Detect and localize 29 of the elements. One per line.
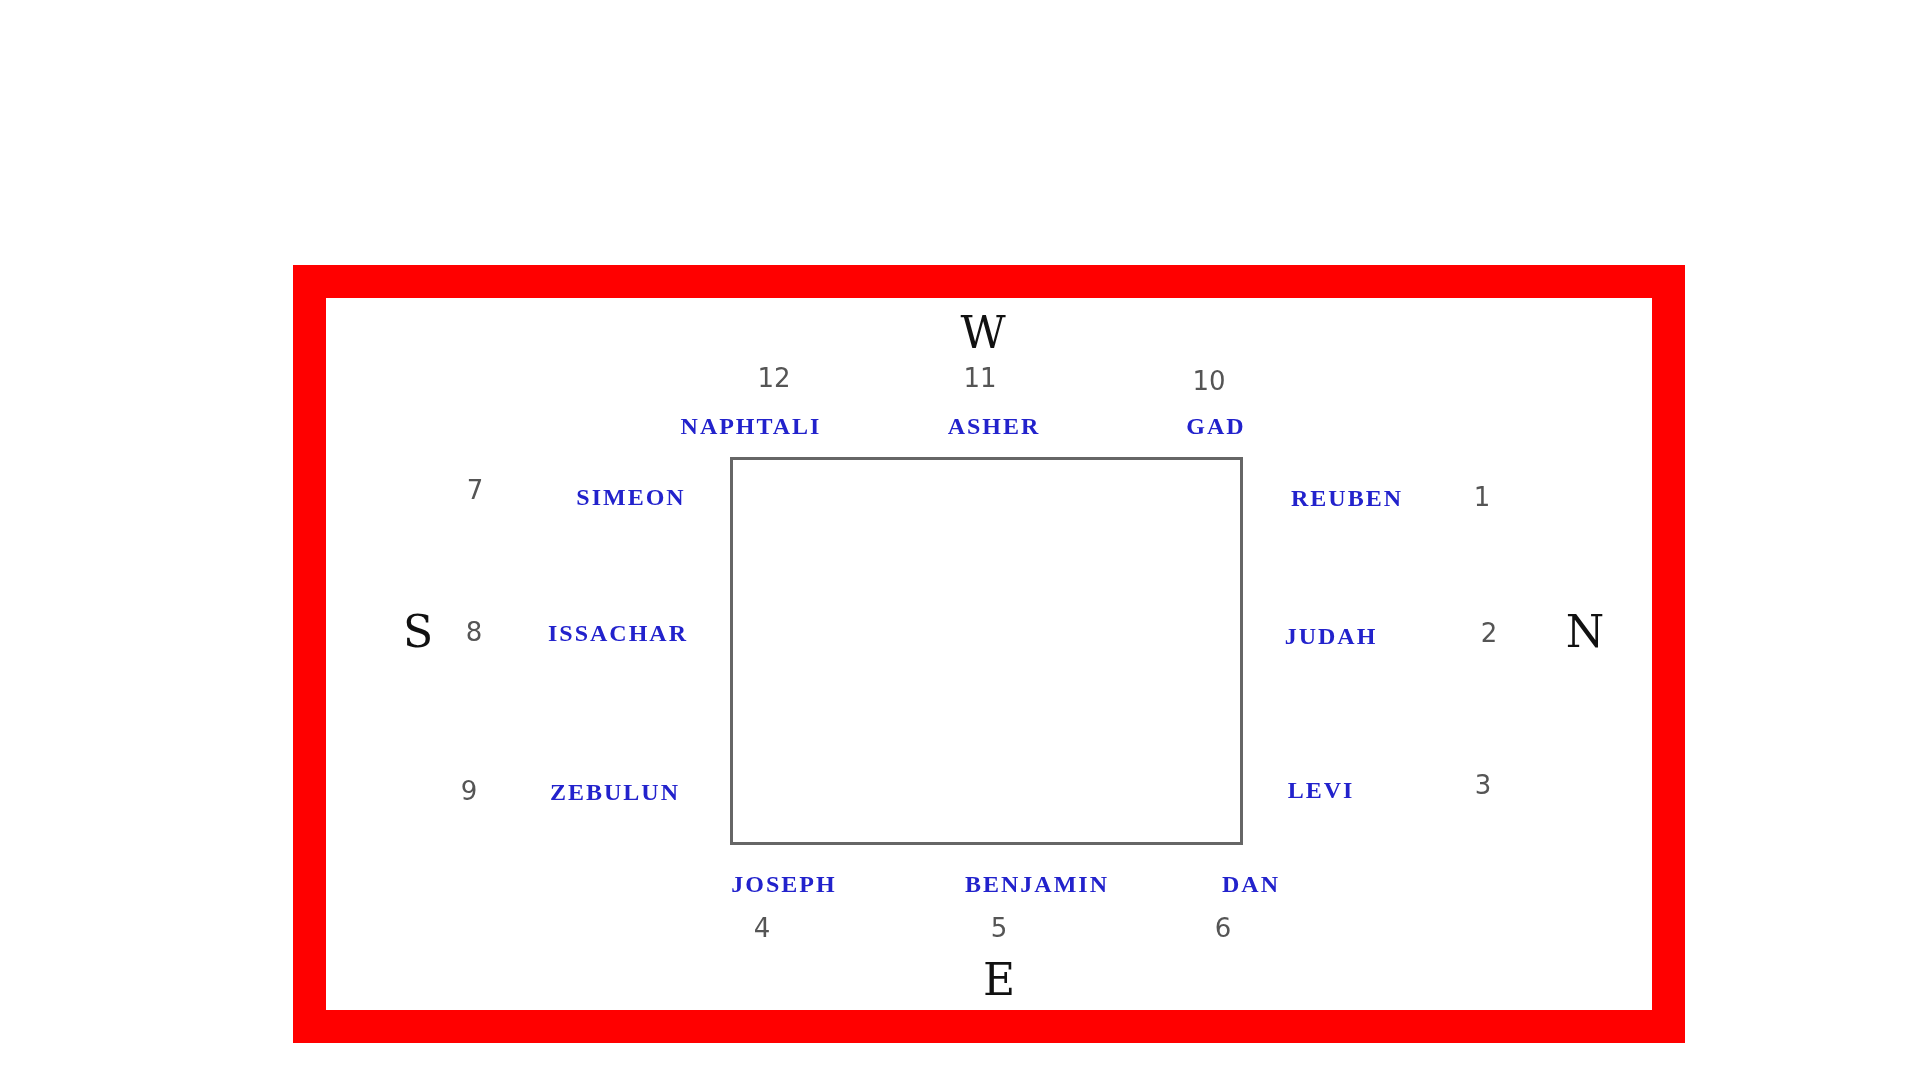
position-number: 3	[1474, 772, 1492, 798]
compass-letter: E	[982, 958, 1016, 1002]
position-number: 11	[963, 365, 997, 391]
position-number: 7	[466, 477, 484, 503]
position-number: 6	[1214, 915, 1232, 941]
camp-rectangle	[730, 457, 1243, 845]
tribe-name: BENJAMIN	[965, 872, 1109, 896]
compass-letter: S	[402, 610, 434, 654]
tribe-name: LEVI	[1287, 778, 1355, 802]
tribe-name: JUDAH	[1284, 624, 1378, 648]
tribe-name: SIMEON	[576, 485, 686, 509]
position-number: 1	[1473, 484, 1491, 510]
tribe-name: ISSACHAR	[548, 621, 688, 645]
tribe-name: DAN	[1222, 872, 1280, 896]
tribe-name: ASHER	[947, 414, 1041, 438]
position-number: 8	[465, 619, 483, 645]
position-number: 2	[1480, 620, 1498, 646]
position-number: 12	[757, 365, 791, 391]
tribe-name: ZEBULUN	[550, 780, 680, 804]
tribe-name: JOSEPH	[731, 872, 837, 896]
position-number: 5	[990, 915, 1008, 941]
tribe-name: NAPHTALI	[680, 414, 822, 438]
compass-letter: W	[960, 311, 1006, 355]
compass-letter: N	[1565, 610, 1605, 654]
tribe-name: REUBEN	[1291, 486, 1403, 510]
tribe-name: GAD	[1186, 414, 1246, 438]
position-number: 10	[1192, 368, 1226, 394]
position-number: 4	[753, 915, 771, 941]
position-number: 9	[460, 778, 478, 804]
